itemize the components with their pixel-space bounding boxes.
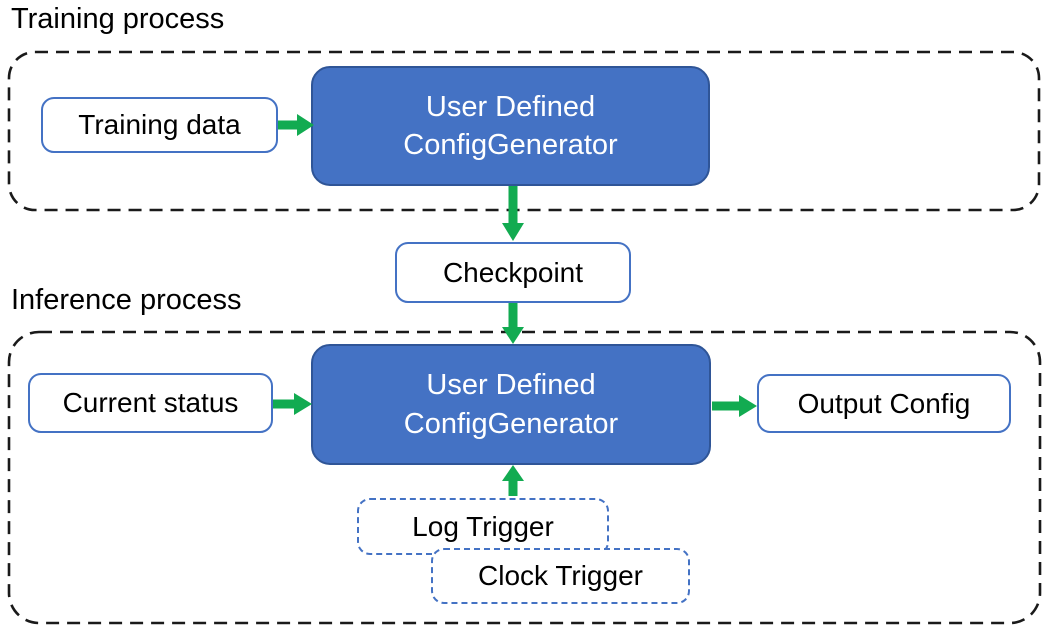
clock-trigger-box: Clock Trigger	[431, 548, 690, 604]
training-process-label: Training process	[11, 3, 225, 35]
arrow-current-status-to-generator	[273, 393, 312, 415]
output-config-box: Output Config	[757, 374, 1011, 433]
output-config-label: Output Config	[797, 387, 971, 419]
training-config-generator-line1: User Defined	[425, 90, 596, 123]
training-config-generator-box: User Defined ConfigGenerator	[311, 66, 710, 186]
inference-config-generator-box: User Defined ConfigGenerator	[311, 344, 711, 465]
arrow-generator-to-output-config	[712, 395, 757, 417]
log-trigger-label: Log Trigger	[412, 510, 554, 542]
current-status-box: Current status	[28, 373, 273, 433]
current-status-label: Current status	[62, 387, 239, 418]
arrow-training-data-to-generator	[278, 114, 314, 136]
inference-process-label: Inference process	[11, 284, 242, 316]
training-data-label: Training data	[78, 109, 241, 140]
log-trigger-box: Log Trigger	[357, 498, 609, 555]
training-config-generator-line2: ConfigGenerator	[403, 129, 618, 161]
training-data-box: Training data	[41, 97, 278, 153]
inference-config-generator-line1: User Defined	[426, 369, 596, 402]
arrow-triggers-to-generator	[502, 465, 524, 496]
clock-trigger-label: Clock Trigger	[478, 560, 643, 591]
arrow-checkpoint-to-inference-generator	[502, 303, 524, 344]
inference-config-generator-line2: ConfigGenerator	[403, 407, 619, 440]
arrow-generator-to-checkpoint	[502, 186, 524, 241]
checkpoint-label: Checkpoint	[442, 256, 584, 288]
checkpoint-box: Checkpoint	[395, 242, 631, 303]
